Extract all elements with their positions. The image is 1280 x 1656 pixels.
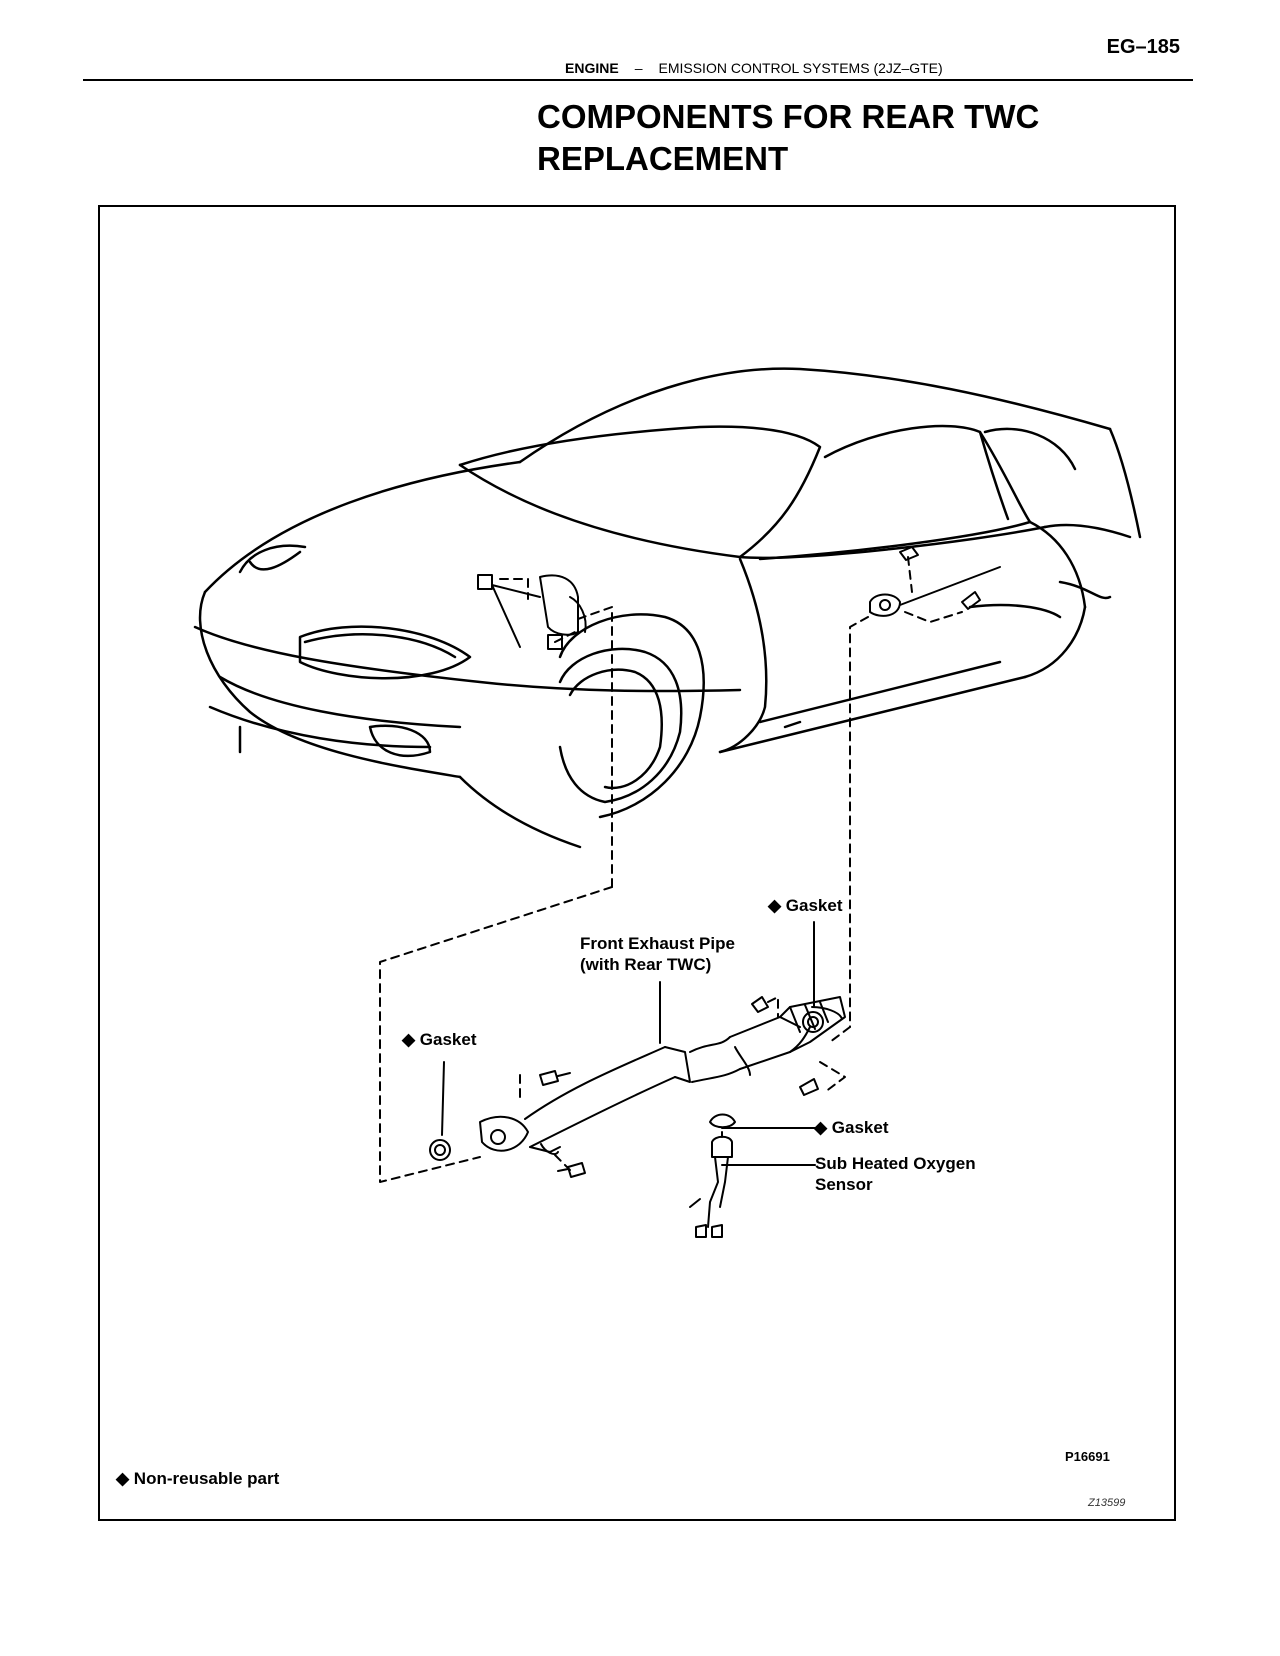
- car-outline: [193, 367, 1142, 849]
- gasket-upper-label: ◆ Gasket: [768, 896, 843, 915]
- gasket-sensor-label: ◆ Gasket: [814, 1118, 889, 1137]
- sensor-label-line2: Sensor: [815, 1175, 873, 1194]
- page-title-line1: COMPONENTS FOR REAR TWC: [537, 98, 1040, 135]
- section-name: ENGINE: [565, 60, 619, 76]
- component-diagram: [193, 367, 1142, 1238]
- upper-dashed-leaders: [499, 556, 963, 1028]
- page-number: EG–185: [1106, 36, 1180, 58]
- front-exhaust-pipe-line1: Front Exhaust Pipe: [580, 934, 735, 953]
- sensor-label-line1: Sub Heated Oxygen: [815, 1154, 976, 1173]
- figure-code-small: Z13599: [1088, 1497, 1126, 1509]
- front-exhaust-pipe-line2: (with Rear TWC): [580, 955, 712, 974]
- gasket-left-label: ◆ Gasket: [402, 1030, 477, 1049]
- lower-dashed-leaders: [379, 886, 851, 1183]
- exhaust-assembly: [429, 996, 846, 1238]
- sub-heated-oxygen-sensor-label: Sub Heated Oxygen Sensor: [815, 1153, 976, 1195]
- page-title: COMPONENTS FOR REAR TWC REPLACEMENT: [537, 96, 1097, 180]
- page-title-line2: REPLACEMENT: [537, 140, 789, 177]
- header-rule: [83, 79, 1193, 81]
- label-leader-lines: [441, 921, 819, 1166]
- front-exhaust-pipe-label: Front Exhaust Pipe (with Rear TWC): [580, 933, 735, 975]
- subsection-name: EMISSION CONTROL SYSTEMS (2JZ–GTE): [658, 60, 943, 76]
- non-reusable-legend: ◆ Non-reusable part: [116, 1469, 280, 1488]
- header-separator: –: [634, 60, 643, 76]
- figure-frame: ◆ Gasket Front Exhaust Pipe (with Rear T…: [98, 205, 1176, 1521]
- upper-hardware: [477, 546, 1001, 650]
- figure-code: P16691: [1065, 1449, 1110, 1464]
- running-header: ENGINE–EMISSION CONTROL SYSTEMS (2JZ–GTE…: [565, 60, 943, 76]
